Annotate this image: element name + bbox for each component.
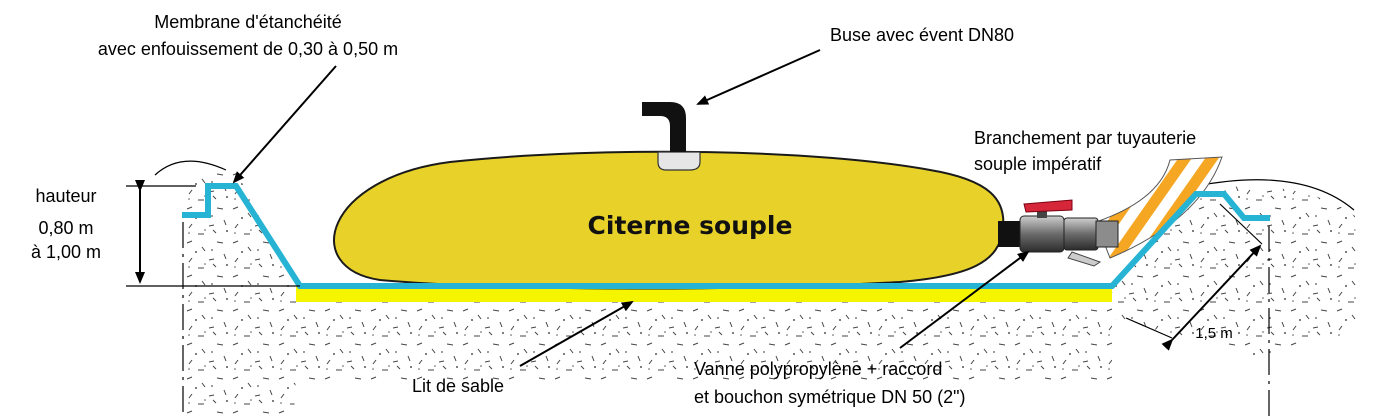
membrane-label-line2: avec enfouissement de 0,30 à 0,50 m <box>98 39 398 59</box>
valve-label-line1: Vanne polypropylène + raccord <box>694 359 942 379</box>
height-dimension: hauteur 0,80 m à 1,00 m <box>31 180 300 287</box>
membrane-arrow <box>232 65 337 184</box>
waterproof-membrane <box>182 183 1270 289</box>
left-berm <box>183 165 300 416</box>
nozzle-arrow <box>696 49 821 105</box>
connection-label-line2: souple impératif <box>974 154 1102 174</box>
sand-bed-label: Lit de sable <box>412 376 504 396</box>
sand-bed <box>296 286 1112 302</box>
connection-label-line1: Branchement par tuyauterie <box>974 128 1196 148</box>
nozzle-label: Buse avec évent DN80 <box>830 25 1014 45</box>
flexible-hose <box>1095 156 1223 259</box>
slope-dimension: 1,5 m <box>1125 203 1263 351</box>
membrane-label-line1: Membrane d'étanchéité <box>154 12 342 32</box>
height-label-line2: 0,80 m <box>38 218 93 238</box>
valve-arrow <box>899 250 1030 349</box>
valve-label-line2: et bouchon symétrique DN 50 (2") <box>694 387 966 407</box>
height-label-line1: hauteur <box>35 186 96 206</box>
ground-under-sand <box>296 302 1112 380</box>
right-mound-outline <box>1195 179 1355 211</box>
ball-valve-icon <box>998 199 1119 267</box>
slope-label: 1,5 m <box>1195 325 1233 342</box>
tank-label: Citerne souple <box>588 211 793 240</box>
left-mound-outline <box>154 160 227 176</box>
height-label-line3: à 1,00 m <box>31 242 101 262</box>
elbow-pipe-icon <box>642 102 701 171</box>
tank: Citerne souple <box>333 150 1005 290</box>
sand-bed-arrow <box>519 301 634 367</box>
